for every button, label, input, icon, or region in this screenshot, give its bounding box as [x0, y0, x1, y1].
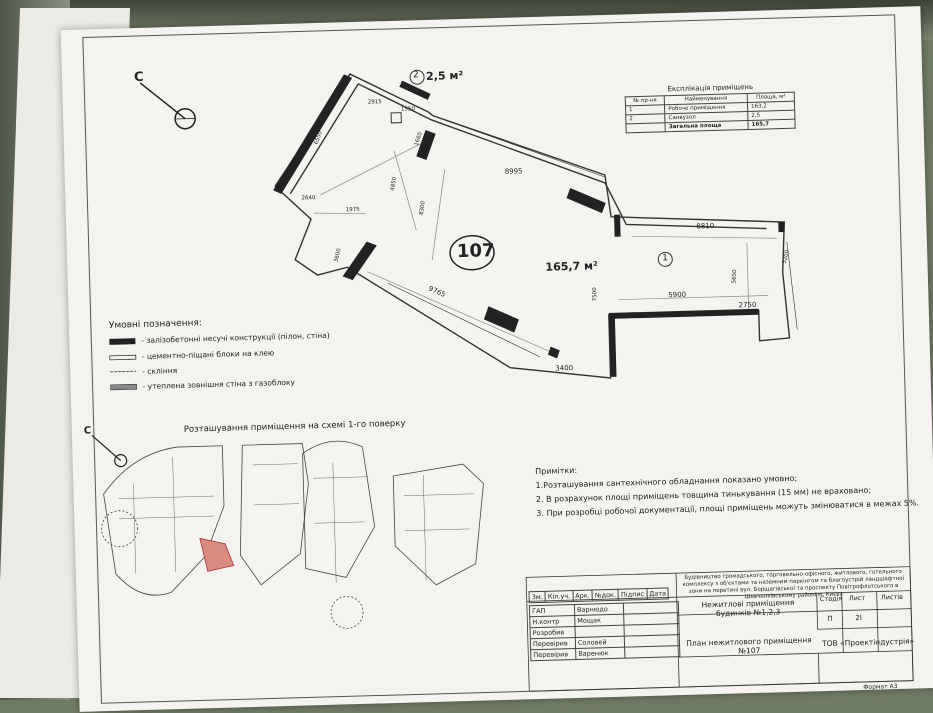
dim-label: 7500 [592, 287, 599, 302]
dim-label: 3400 [555, 363, 574, 373]
office-marker-circle [657, 251, 673, 267]
tb-role: Перевірив [530, 648, 576, 661]
office-marker: 1 [662, 253, 669, 264]
tb-col: Кіл.уч. [545, 590, 573, 603]
site-scheme [101, 440, 484, 629]
object-name: Нежитлові приміщення будинків №1,2,3 [701, 597, 795, 619]
bathroom-area: 2,5 м² [425, 68, 464, 83]
north-arrow-small-icon [91, 434, 128, 468]
plan-walls [274, 73, 791, 379]
title-block-grid [525, 566, 914, 692]
sheet-frame [82, 14, 914, 704]
explication-table: № пр-ня Найменування Площа, м² 1 Робоче … [625, 92, 796, 134]
dim-label: 8810 [696, 221, 715, 231]
room-number: 107 [456, 240, 495, 263]
expl-cell [625, 122, 666, 133]
dim-label: 5650 [731, 269, 739, 284]
toilet-fixture [390, 112, 402, 124]
legend-item: - скління [142, 366, 178, 376]
drawing-title: План нежитлового приміщення №107 [686, 635, 812, 656]
dim-label: 5900 [668, 290, 687, 300]
sheet-value: 2І [855, 613, 863, 623]
legend-swatches [109, 338, 138, 391]
sheet-header: Лист [848, 593, 866, 603]
room-number-ellipse [449, 234, 495, 271]
total-area: 165,7 м² [545, 259, 599, 274]
north-arrow-icon [139, 82, 196, 130]
bathroom-marker: 2 [412, 70, 419, 81]
tb-name: Варенюк [575, 647, 625, 660]
north-label-small: С [83, 425, 92, 437]
sheets-header: Листів [880, 592, 904, 602]
north-label: С [133, 69, 144, 86]
dim-label: 2915 [367, 99, 382, 106]
premises-highlight [199, 537, 235, 572]
bathroom-marker-circle [409, 69, 425, 85]
dim-label: 2750 [738, 300, 757, 310]
tb-col: №док. [592, 589, 619, 602]
tb-col: Зм. [529, 591, 546, 603]
expl-cell: 165,7 [747, 119, 796, 130]
floor-plan-drawing [82, 14, 914, 704]
stage-header: Стадія [819, 594, 843, 604]
dim-label: 1975 [345, 206, 360, 214]
tb-signature [624, 645, 680, 659]
dim-label: 2640 [301, 195, 316, 202]
drawing-sheet: С С 2 2,5 м² 107 165,7 м² 1 2915 1550 65… [60, 6, 933, 712]
tb-col: Арк. [572, 590, 593, 602]
expl-cell: Загальна площа [665, 120, 749, 132]
stage-value: П [827, 614, 833, 623]
concrete-columns [273, 74, 785, 377]
tb-col: Дата [646, 587, 669, 600]
dim-label: 8995 [504, 167, 523, 176]
tb-col: Підпис [618, 588, 647, 601]
glazing [387, 119, 798, 358]
notes: Примітки: 1.Розташування сантехнічного о… [535, 454, 919, 521]
format-label: Формат А3 [863, 683, 898, 691]
dim-label: 1550 [400, 106, 416, 113]
